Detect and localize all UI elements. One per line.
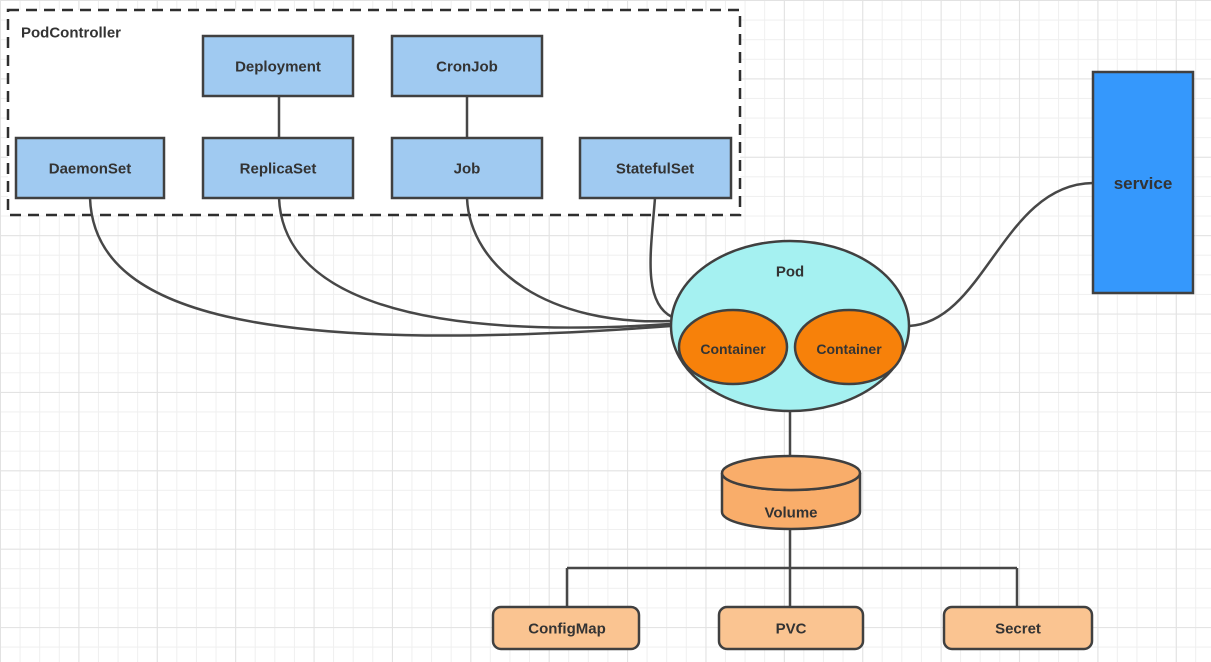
container-right-node bbox=[793, 308, 905, 386]
statefulset-node bbox=[578, 136, 733, 200]
edge-replicaset-pod bbox=[277, 197, 671, 329]
cronjob-node bbox=[390, 34, 544, 98]
edge-pod-service bbox=[908, 181, 1094, 328]
secret-node bbox=[942, 605, 1094, 651]
configmap-node bbox=[491, 605, 641, 651]
volume-node-top bbox=[720, 454, 862, 492]
replicaset-node bbox=[201, 136, 355, 200]
edge-statefulset-pod bbox=[649, 197, 673, 319]
job-node bbox=[390, 136, 544, 200]
daemonset-node bbox=[14, 136, 166, 200]
pvc-node bbox=[717, 605, 865, 651]
edge-job-pod bbox=[465, 197, 671, 323]
edge-daemonset-pod bbox=[88, 197, 672, 337]
service-node bbox=[1091, 70, 1195, 295]
container-left-node bbox=[677, 308, 789, 386]
deployment-node bbox=[201, 34, 355, 98]
